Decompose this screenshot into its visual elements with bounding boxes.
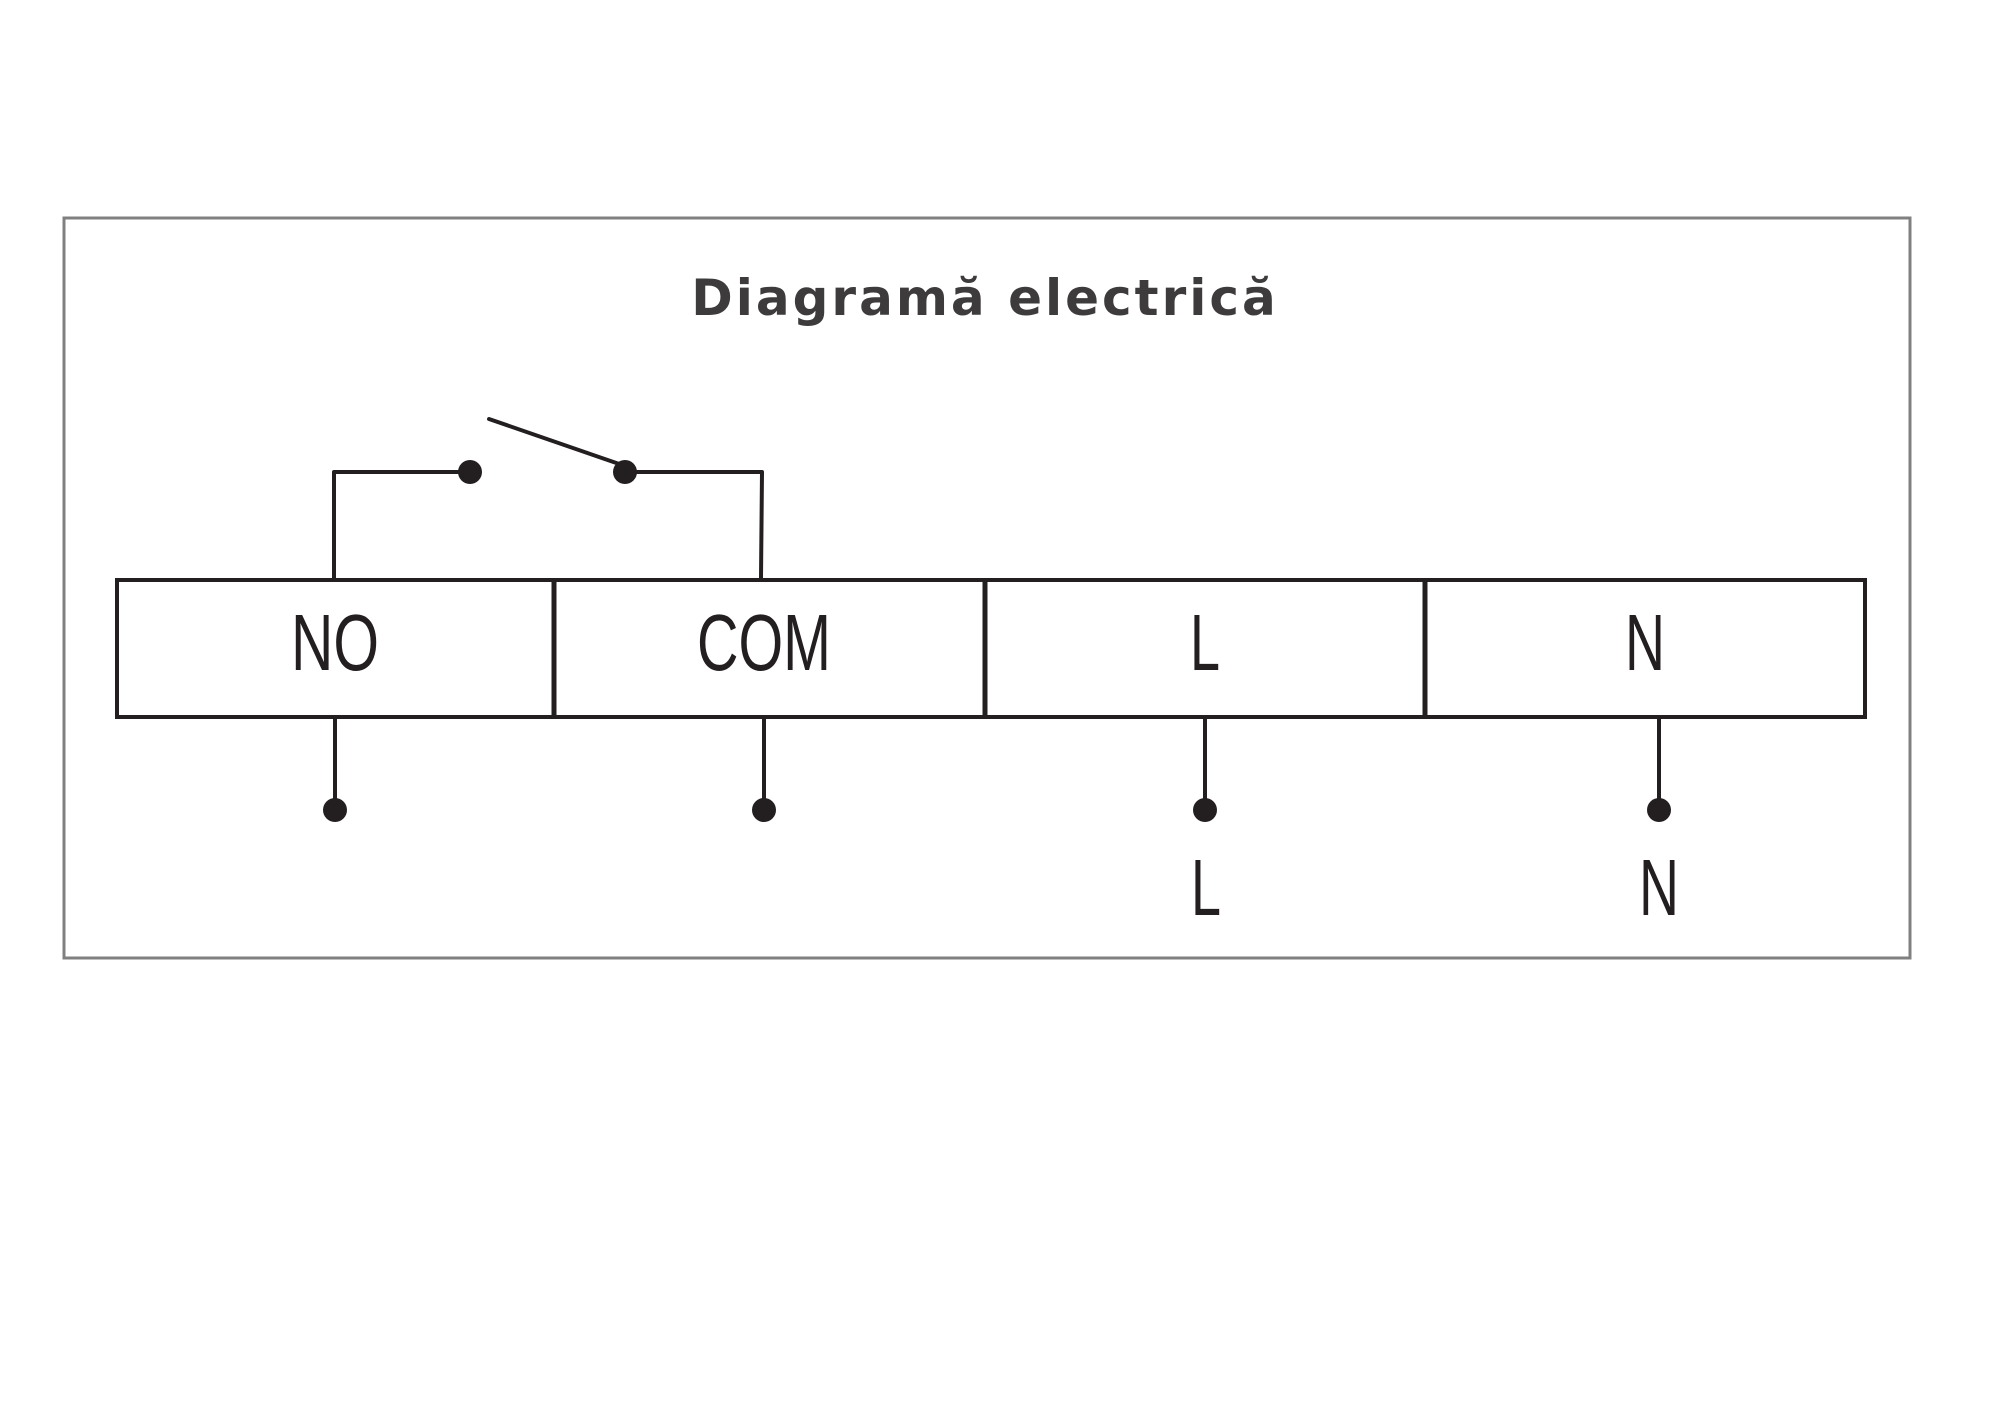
terminal-label-n: N [1625, 598, 1665, 687]
output-wires [323, 717, 1671, 822]
terminal-label-l: L [1190, 598, 1220, 687]
n-supply-point [1647, 798, 1671, 822]
com-output-point [752, 798, 776, 822]
terminal-label-com: COM [697, 598, 831, 687]
n-supply-label: N [1639, 843, 1679, 932]
terminal-block-outline [115, 578, 1867, 719]
com-contact-wire [623, 470, 764, 580]
l-supply-label: L [1191, 843, 1221, 932]
no-contact-point [458, 460, 482, 484]
diagram-frame [62, 216, 1912, 960]
switch-blade [487, 417, 627, 468]
l-supply-point [1193, 798, 1217, 822]
no-contact-wire [332, 470, 472, 580]
diagram-title: Diagramă electrică [691, 269, 1279, 327]
relay-switch [332, 417, 764, 580]
no-output-point [323, 798, 347, 822]
terminal-block: NO COM L N [115, 578, 1867, 719]
terminal-label-no: NO [291, 598, 379, 687]
